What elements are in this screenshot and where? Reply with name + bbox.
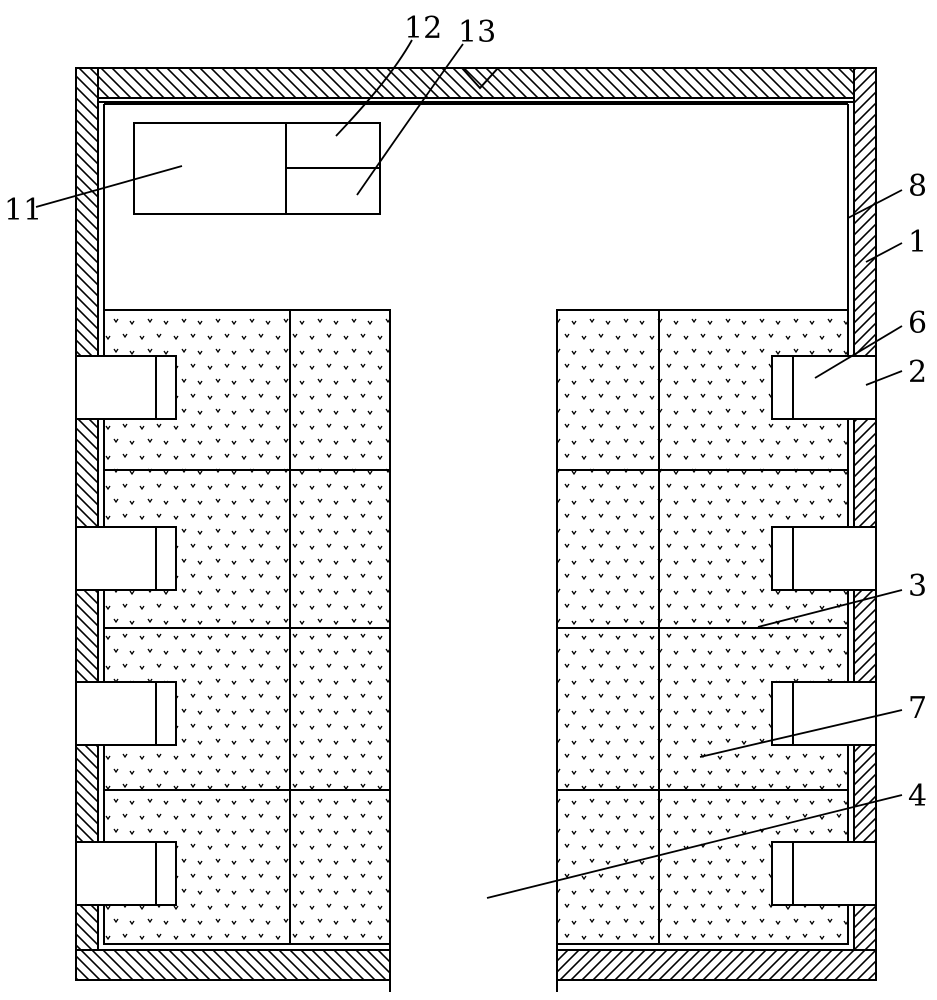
label-6: 6: [908, 306, 927, 341]
label-1: 1: [908, 225, 927, 260]
label-8: 8: [908, 169, 927, 204]
right-vent-2: [772, 527, 876, 590]
left-vent-2: [76, 527, 176, 590]
label-13: 13: [458, 15, 496, 50]
left-vent-4: [76, 842, 176, 905]
left-vent-3: [76, 682, 176, 745]
label-3: 3: [908, 569, 927, 604]
right-vent-4: [772, 842, 876, 905]
label-4: 4: [908, 779, 927, 814]
right-vent-3: [772, 682, 876, 745]
leader-13: [357, 44, 463, 195]
equipment-box-13: [286, 168, 380, 214]
right-vent-1: [772, 356, 876, 419]
equipment-box-11: [134, 123, 286, 214]
left-vent-1: [76, 356, 176, 419]
equipment-box-12: [286, 123, 380, 168]
label-11: 11: [4, 193, 42, 228]
label-12: 12: [404, 11, 442, 46]
label-7: 7: [908, 691, 927, 726]
label-2: 2: [908, 355, 927, 390]
